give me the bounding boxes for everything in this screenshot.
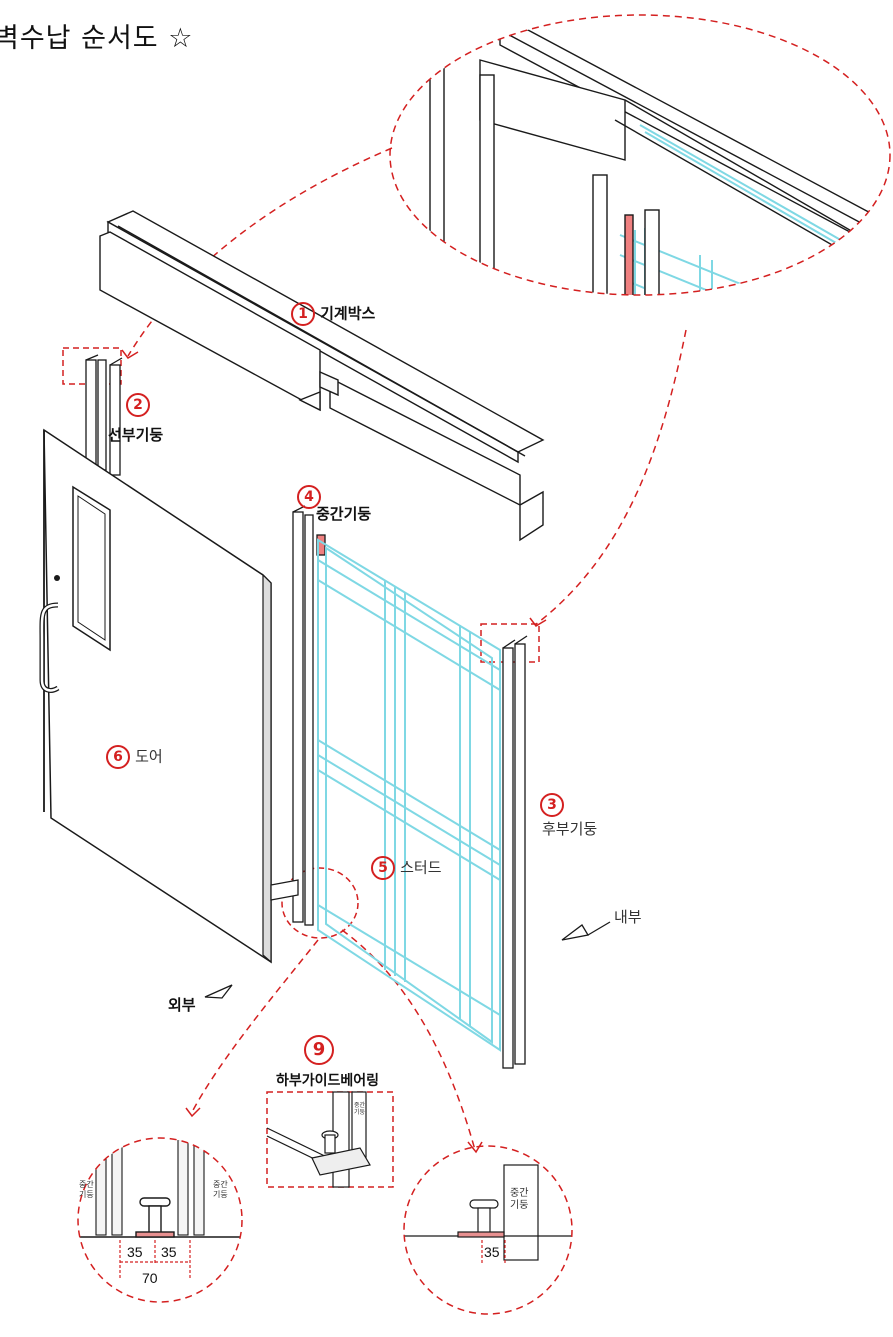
- right-detail-post-label: 중간 기둥: [510, 1188, 529, 1211]
- top-detail-rail: [479, 15, 890, 281]
- part-number-badge: 9: [304, 1035, 334, 1065]
- part-name: 스터드: [400, 858, 442, 877]
- part-number-badge: 2: [126, 393, 150, 417]
- direction-markers: [204, 921, 611, 999]
- bottom-left-detail-outline: [77, 1137, 243, 1303]
- part-name: 기계박스: [320, 304, 376, 323]
- center-detail-post-label: 중간 기둥: [354, 1102, 366, 1116]
- label-part-4-name: 중간기둥: [316, 505, 372, 523]
- leader-arrowheads: [121, 349, 547, 1154]
- top-detail-outline: [389, 14, 891, 296]
- left-detail-dim-total: 70: [142, 1270, 158, 1286]
- door-panel: [39, 428, 272, 964]
- label-part-9-name: 하부가이드베어링: [276, 1073, 380, 1089]
- label-part-3-name: 후부기둥: [542, 820, 598, 838]
- left-detail-dim-a: 35: [127, 1244, 143, 1260]
- label-outside: 외부: [168, 996, 196, 1014]
- part-number-badge: 4: [297, 485, 321, 509]
- label-part-2-number: 2: [126, 393, 150, 417]
- rear-post: [502, 635, 528, 1069]
- leader-lines: [127, 147, 687, 1151]
- label-part-6: 6 도어: [106, 745, 163, 769]
- part-number-badge: 3: [540, 793, 564, 817]
- left-detail-dim-b: 35: [161, 1244, 177, 1260]
- part-number-badge: 6: [106, 745, 130, 769]
- stud-frame: [317, 538, 501, 1052]
- top-detail-posts: [429, 54, 813, 295]
- bearing-detail-box: [266, 1091, 394, 1188]
- top-detail-view: [429, 15, 890, 295]
- part-number-badge: 5: [371, 856, 395, 880]
- right-detail-dim: 35: [484, 1244, 500, 1260]
- label-part-5: 5 스터드: [371, 856, 442, 880]
- label-part-4-number: 4: [297, 485, 321, 509]
- part-name: 도어: [135, 747, 163, 766]
- label-part-1: 1 기계박스: [291, 302, 375, 326]
- label-part-9-number: 9: [304, 1035, 334, 1065]
- label-inside: 내부: [614, 908, 642, 926]
- label-part-3-number: 3: [540, 793, 564, 817]
- bottom-left-detail: [78, 1139, 240, 1280]
- page-title: 벽수납 순서도 ☆: [0, 23, 194, 54]
- front-posts: [85, 354, 123, 476]
- bottom-right-detail-outline: [403, 1145, 573, 1315]
- bottom-right-detail: [404, 1164, 572, 1265]
- label-part-2-name: 선부기둥: [108, 426, 164, 444]
- callout-ring-bottom: [281, 867, 359, 939]
- left-detail-post-label-b: 중간 기둥: [213, 1180, 228, 1199]
- mechanism-box: [99, 210, 545, 542]
- left-detail-post-label-a: 중간 기둥: [79, 1180, 94, 1199]
- middle-post: [270, 505, 326, 926]
- part-number-badge: 1: [291, 302, 315, 326]
